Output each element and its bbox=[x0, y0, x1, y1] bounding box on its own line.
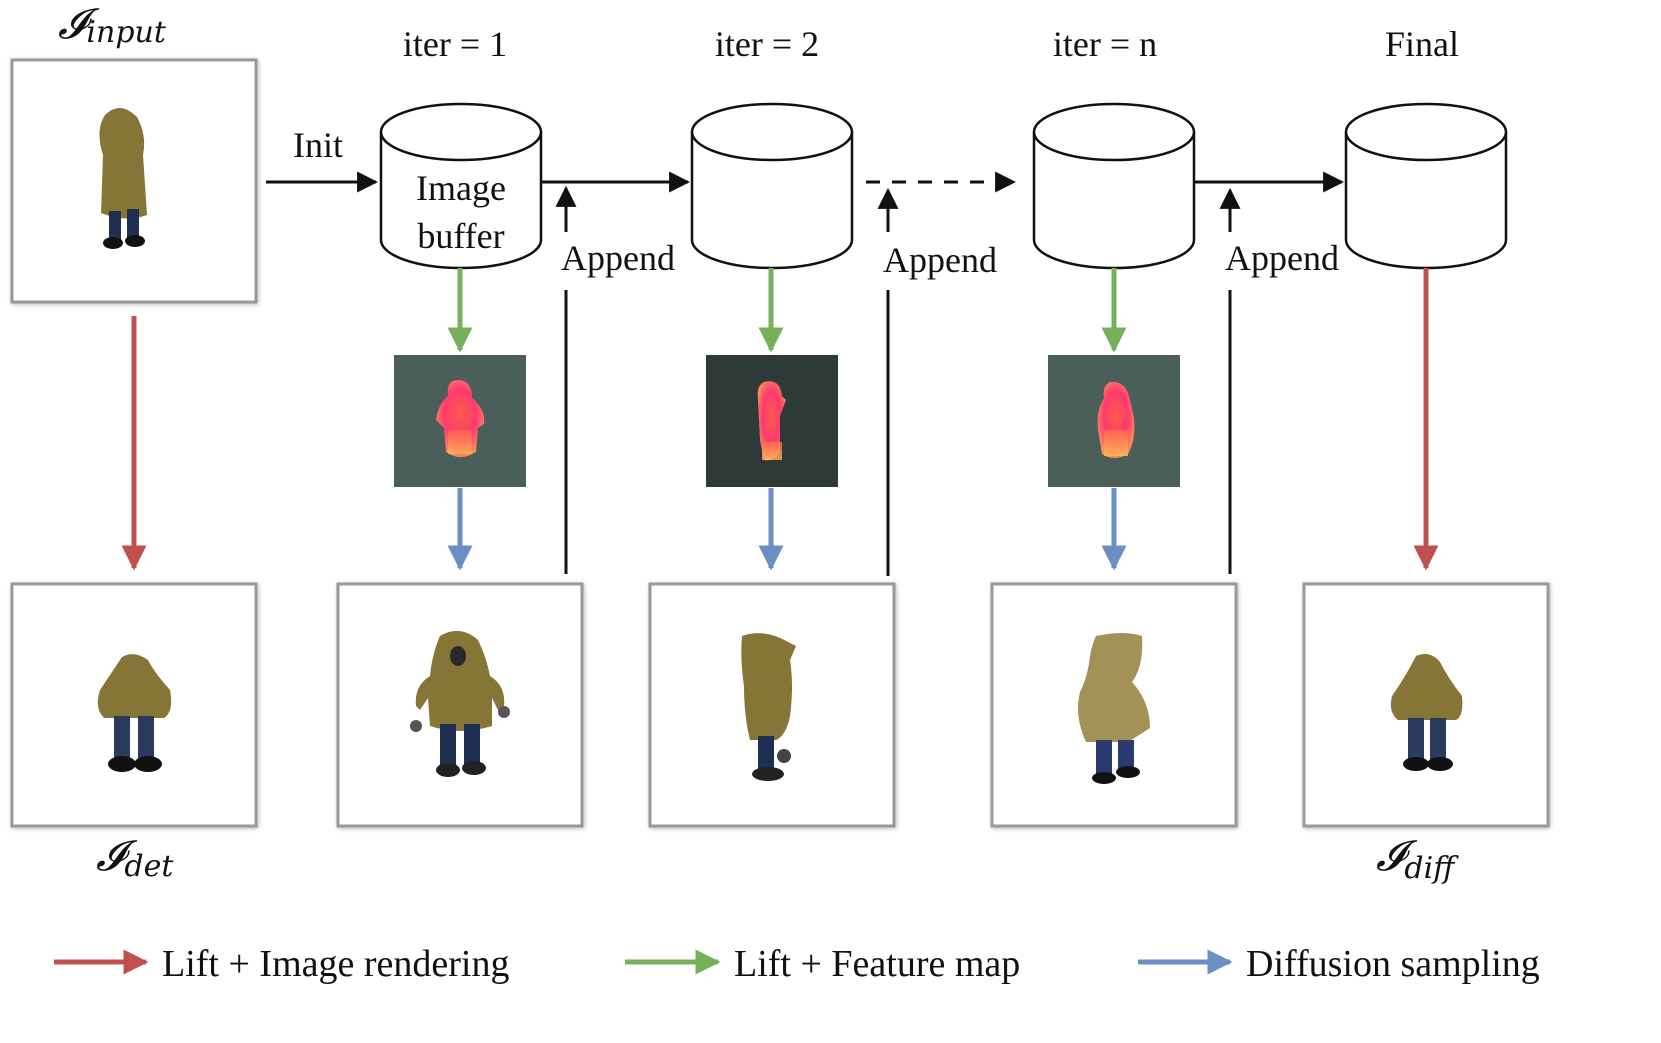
final-header: Final bbox=[1385, 24, 1459, 64]
input-symbol: 𝓘input bbox=[58, 0, 167, 50]
diff-figure bbox=[1390, 654, 1463, 771]
init-label: Init bbox=[293, 125, 343, 165]
feature-map-itern bbox=[1048, 355, 1180, 487]
legend-red-label: Lift + Image rendering bbox=[162, 943, 509, 985]
iter2-header: iter = 2 bbox=[715, 24, 819, 64]
sample-figure-iter2 bbox=[741, 633, 796, 781]
buffer-cylinder-itern bbox=[1032, 102, 1196, 270]
feature-map-iter1 bbox=[394, 355, 526, 487]
legend-blue-label: Diffusion sampling bbox=[1246, 943, 1540, 985]
diff-symbol: 𝓘diff bbox=[1376, 831, 1459, 886]
append2-label: Append bbox=[883, 240, 997, 280]
itern-header: iter = n bbox=[1053, 24, 1157, 64]
sample-figure-iter1 bbox=[410, 630, 510, 777]
feature-map-iter2 bbox=[706, 355, 838, 487]
append3-label: Append bbox=[1225, 238, 1339, 278]
det-figure bbox=[97, 654, 172, 772]
append1-label: Append bbox=[561, 238, 675, 278]
buffer-cylinder-iter1 bbox=[379, 102, 543, 270]
buffer-cylinder-final bbox=[1344, 102, 1508, 270]
iter1-header: iter = 1 bbox=[403, 24, 507, 64]
buffer-label-line1: Image bbox=[416, 168, 506, 208]
sample-figure-itern bbox=[1078, 633, 1150, 784]
input-figure bbox=[99, 107, 147, 249]
buffer-label-line2: buffer bbox=[417, 216, 504, 256]
buffer-cylinder-iter2 bbox=[690, 102, 854, 270]
legend-green-label: Lift + Feature map bbox=[734, 943, 1020, 985]
det-symbol: 𝓘det bbox=[96, 831, 174, 884]
